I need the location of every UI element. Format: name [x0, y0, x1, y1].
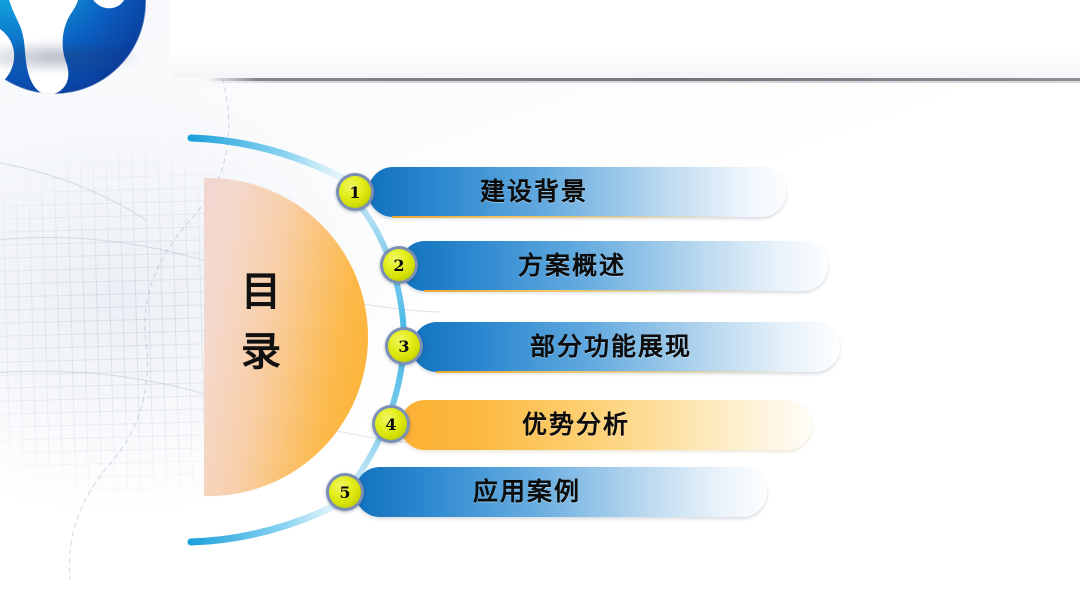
agenda-row-2[interactable]: 方案概述 [400, 241, 828, 292]
agenda-row-4[interactable]: 优势分析 [400, 400, 812, 450]
agenda-badge-2[interactable]: 2 [380, 246, 418, 284]
agenda-bar-underline-1 [392, 216, 742, 218]
agenda-badge-number-1: 1 [339, 176, 371, 208]
agenda-bar-4[interactable] [400, 400, 812, 450]
header-plate [170, 0, 1080, 78]
agenda-badge-number-2: 2 [383, 249, 415, 281]
agenda-label-3: 部分功能展现 [530, 332, 693, 361]
agenda-bar-3[interactable] [412, 322, 840, 372]
agenda-bar-2[interactable] [400, 241, 828, 291]
globe-icon [0, 0, 147, 95]
agenda-badge-1[interactable]: 1 [336, 173, 374, 211]
agenda-label-5: 应用案例 [473, 477, 582, 506]
agenda-row-5[interactable]: 应用案例 [355, 467, 767, 517]
agenda-badge-number-4: 4 [375, 408, 407, 440]
agenda-badge-3[interactable]: 3 [385, 327, 423, 365]
agenda-panel-label-char-2: 录 [241, 329, 283, 375]
header-divider-rule [205, 78, 1080, 83]
globe-logo [0, 0, 172, 119]
agenda-label-1: 建设背景 [480, 177, 589, 206]
agenda-badge-5[interactable]: 5 [326, 473, 364, 511]
agenda-panel-label-char-1: 目 [241, 269, 283, 315]
agenda-bar-5[interactable] [355, 467, 767, 517]
agenda-badge-number-3: 3 [388, 330, 420, 362]
agenda-label-2: 方案概述 [518, 251, 627, 280]
globe-shadow [0, 40, 144, 74]
agenda-bar-underline-2 [424, 290, 780, 292]
agenda-badge-4[interactable]: 4 [372, 405, 410, 443]
agenda-bar-1[interactable] [368, 167, 786, 217]
agenda-badge-number-5: 5 [329, 476, 361, 508]
agenda-label-4: 优势分析 [522, 410, 631, 439]
agenda-panel-label: 目 录 [232, 262, 292, 382]
agenda-bar-underline-3 [436, 371, 796, 373]
agenda-row-3[interactable]: 部分功能展现 [412, 322, 840, 373]
agenda-row-1[interactable]: 建设背景 [368, 167, 786, 218]
